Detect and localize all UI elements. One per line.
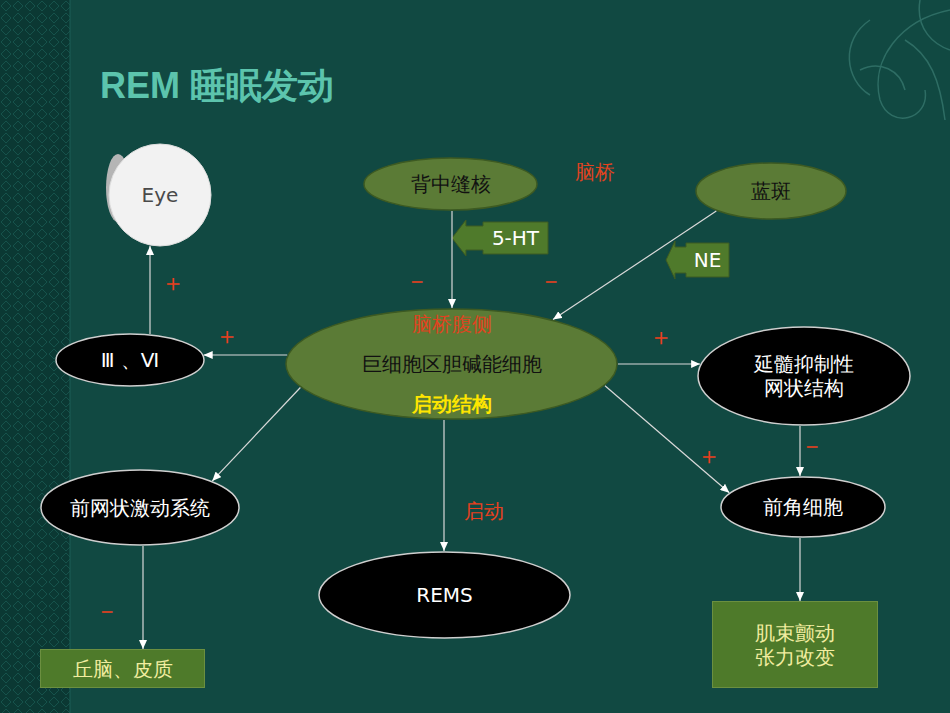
node-content: 前角细胞 (720, 476, 886, 538)
arrow-connector (443, 420, 444, 551)
eye-ball (109, 144, 211, 246)
edge-sign-label: 启动 (464, 498, 504, 525)
edge-sign-label: ＋ (215, 320, 239, 352)
node-text: 巨细胞区胆碱能细胞 (362, 352, 542, 376)
node-ellipse: REMS (318, 551, 571, 639)
arrow-connector (212, 388, 300, 481)
node-tag: 5-HT (452, 222, 548, 254)
node-text: 启动结构 (412, 392, 492, 416)
node-content: 脑桥腹侧巨细胞区胆碱能细胞启动结构 (285, 308, 618, 420)
node-outline (286, 309, 617, 419)
arrow-connector (142, 546, 143, 649)
node-eye-circle: Eye (108, 143, 212, 247)
arrow-connector (618, 363, 700, 364)
node-text: 脑桥腹侧 (412, 312, 492, 336)
slide-title: REM 睡眠发动 (100, 62, 334, 111)
node-content: 5-HT (452, 222, 548, 254)
node-rect: 肌束颤动 张力改变 (712, 601, 878, 688)
node-ellipse: 前角细胞 (720, 476, 886, 538)
node-outline (713, 602, 878, 688)
node-content: 蓝斑 (695, 162, 847, 220)
node-outline (56, 334, 204, 386)
node-ellipse: Ⅲ 、Ⅵ (55, 333, 205, 387)
arrow-connector (149, 246, 150, 334)
node-content: NE (666, 243, 729, 277)
node-text: 丘脑、皮质 (73, 657, 173, 681)
edge-sign-label: － (405, 265, 429, 297)
node-outline (364, 158, 537, 210)
node-content: 肌束颤动 张力改变 (712, 601, 878, 688)
edge-sign-label: － (800, 430, 824, 462)
node-text: 肌束颤动 张力改变 (750, 621, 840, 669)
node-tag: NE (666, 243, 729, 277)
node-ellipse: 前网状激动系统 (40, 469, 240, 546)
node-text: REMS (416, 583, 472, 607)
edge-sign-label: ＋ (161, 267, 185, 299)
node-outline (696, 163, 846, 219)
edge-sign-label: ＋ (697, 440, 721, 472)
node-outline (41, 470, 239, 545)
node-content: 背中缝核 (363, 157, 538, 211)
node-text: Ⅲ 、Ⅵ (101, 348, 160, 372)
arrow-connector (605, 386, 729, 493)
edge-sign-label: － (539, 265, 563, 297)
node-text: 延髓抑制性 网状结构 (749, 352, 859, 400)
node-text: 前角细胞 (763, 495, 843, 519)
arrow-tag-outline (666, 241, 729, 279)
node-text: NE (674, 248, 722, 272)
node-ellipse: 蓝斑 (695, 162, 847, 220)
node-ellipse: 延髓抑制性 网状结构 (697, 326, 911, 426)
node-ellipse: 背中缝核 (363, 157, 538, 211)
node-text: 蓝斑 (751, 179, 791, 203)
node-text: Eye (142, 183, 179, 207)
node-text: 5-HT (461, 226, 539, 250)
arrow-connector (204, 354, 288, 355)
arrow-connector (553, 211, 716, 320)
edge-sign-label: － (95, 595, 119, 627)
node-content: 前网状激动系统 (40, 469, 240, 546)
region-label: 脑桥 (575, 159, 615, 186)
node-content: 丘脑、皮质 (40, 649, 205, 688)
node-ellipse: 脑桥腹侧巨细胞区胆碱能细胞启动结构 (285, 308, 618, 420)
edge-sign-label: ＋ (649, 321, 673, 353)
node-rect: 丘脑、皮质 (40, 649, 205, 688)
node-outline (721, 477, 885, 537)
node-outline (41, 650, 205, 688)
node-text: 前网状激动系统 (70, 496, 210, 520)
node-outline (698, 327, 910, 425)
node-text: 背中缝核 (411, 172, 491, 196)
arrow-connector (451, 211, 452, 308)
node-content: REMS (318, 551, 571, 639)
arrow-tag-outline (452, 220, 548, 256)
arrow-connector (799, 538, 800, 601)
node-content: Ⅲ 、Ⅵ (55, 333, 205, 387)
node-outline (319, 552, 570, 638)
corner-ornament (849, 0, 950, 120)
node-content: 延髓抑制性 网状结构 (697, 326, 911, 426)
node-content: Eye (108, 143, 212, 247)
